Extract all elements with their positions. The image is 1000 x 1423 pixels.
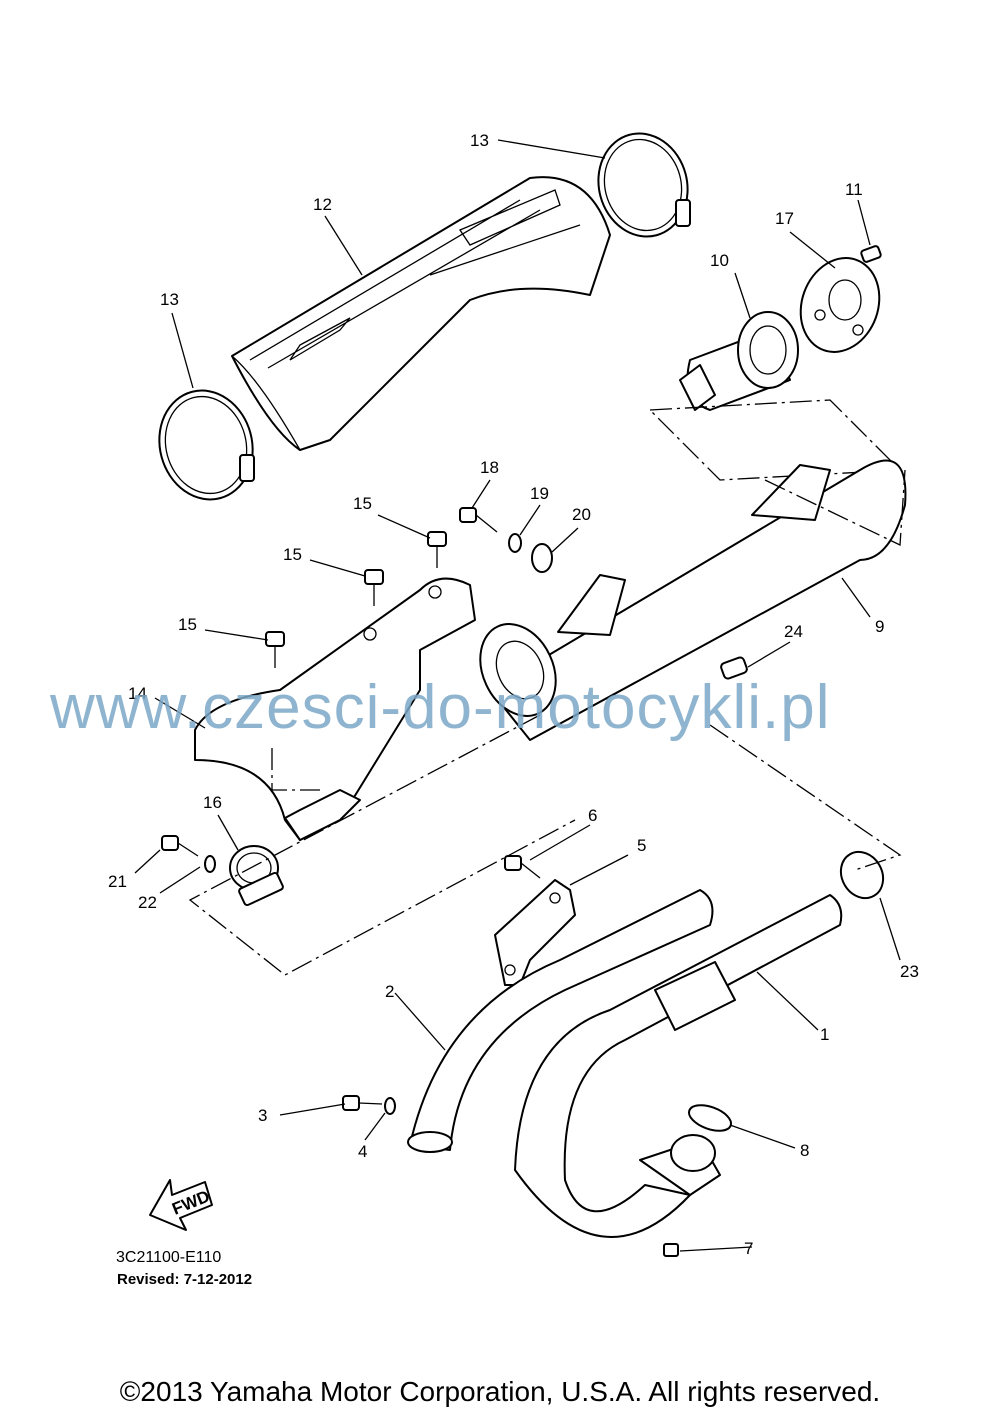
callout-6: 6 (588, 806, 597, 825)
diagram-code: 3C21100-E110 (116, 1249, 221, 1266)
callout-24: 24 (784, 622, 803, 641)
callout-23: 20 (572, 505, 591, 524)
callout-labels: 13 13 12 10 17 11 18 19 20 15 15 15 9 24… (108, 131, 919, 1258)
callout-8: 8 (800, 1141, 809, 1160)
screw-cap-part (860, 245, 882, 263)
muffler-guard-part (231, 176, 611, 451)
revised-date: Revised: 7-12-2012 (117, 1271, 252, 1288)
callout-1: 1 (820, 1025, 829, 1044)
callout-14: 14 (128, 684, 147, 703)
spark-arrester-part (679, 311, 799, 411)
clamp-front-part (158, 389, 255, 501)
callout-4: 4 (358, 1142, 367, 1161)
callout-15-c: 15 (178, 615, 197, 634)
callout-12: 12 (313, 195, 332, 214)
exhaust-pipe-2-part (407, 889, 714, 1153)
callout-16: 16 (203, 793, 222, 812)
callout-10: 10 (710, 251, 729, 270)
callout-19: 23 (900, 962, 919, 981)
leader-lines (134, 139, 901, 1252)
callout-18: 22 (138, 893, 157, 912)
callout-17: 21 (108, 872, 127, 891)
joint-pipe-part (194, 577, 476, 841)
clamp-rear-part (597, 132, 691, 238)
callout-7: 7 (744, 1239, 753, 1258)
clamp-band-part (229, 845, 284, 907)
callout-13-top: 13 (470, 131, 489, 150)
callout-11: 11 (845, 180, 863, 199)
muffler-cap-part (799, 257, 881, 353)
bolt-part (161, 507, 748, 1257)
callout-15-b: 15 (283, 545, 302, 564)
watermark: www.czesci-do-motocykli.pl (49, 673, 831, 742)
exhaust-pipe-1-part (514, 894, 843, 1238)
callout-15-a: 15 (353, 494, 372, 513)
stay-part (494, 879, 576, 986)
callout-3: 3 (258, 1106, 267, 1125)
callout-21: 18 (480, 458, 499, 477)
callout-5: 5 (637, 836, 646, 855)
callout-20: 17 (775, 209, 794, 228)
fwd-arrow-icon: FWD (149, 1179, 213, 1231)
muffler-part (479, 459, 907, 741)
callout-9: 9 (875, 617, 884, 636)
callout-22: 19 (530, 484, 549, 503)
callout-13-left: 13 (160, 290, 179, 309)
copyright-notice: ©2013 Yamaha Motor Corporation, U.S.A. A… (119, 1376, 881, 1407)
callout-2: 2 (385, 982, 394, 1001)
